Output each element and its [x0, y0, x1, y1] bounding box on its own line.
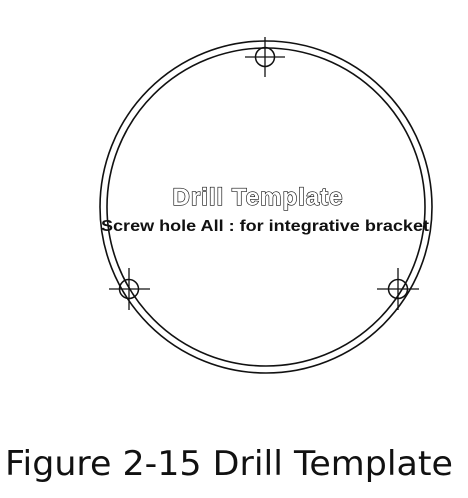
screw-hole-top [245, 37, 285, 77]
screw-hole-left [109, 268, 150, 310]
template-outer-circle [99, 40, 433, 374]
template-subtitle: Screw hole All : for integrative bracket [101, 218, 429, 235]
screw-hole-right [377, 268, 419, 310]
template-title: Drill Template [173, 184, 344, 211]
figure-caption: Figure 2-15 Drill Template [5, 444, 453, 484]
